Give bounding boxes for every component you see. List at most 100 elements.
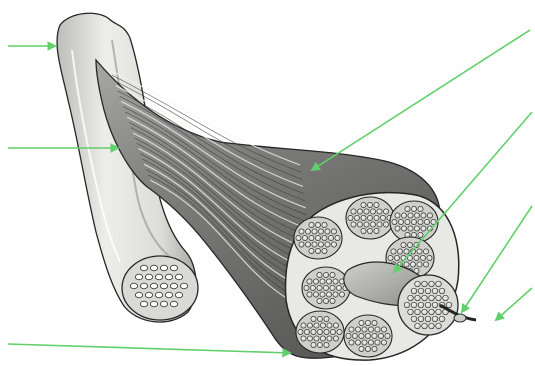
bone-pore bbox=[180, 283, 187, 289]
muscle-fiber-cell bbox=[326, 279, 331, 284]
muscle-fiber-cell bbox=[443, 295, 449, 301]
bone-pore bbox=[160, 301, 167, 307]
muscle-fiber-cell bbox=[418, 206, 423, 211]
muscle-fiber-cell bbox=[314, 336, 319, 341]
muscle-fiber-cell bbox=[317, 272, 322, 277]
muscle-fiber-cell bbox=[318, 242, 323, 247]
muscle-fiber-cell bbox=[423, 262, 428, 267]
muscle-fiber-cell bbox=[439, 316, 445, 322]
fascicle bbox=[390, 201, 438, 243]
bone-pore bbox=[170, 265, 177, 271]
muscle-fiber-cell bbox=[398, 219, 403, 224]
muscle-fiber-cell bbox=[367, 228, 372, 233]
muscle-fiber-cell bbox=[417, 249, 422, 254]
muscle-fiber-cell bbox=[446, 302, 452, 308]
bone-pore bbox=[150, 301, 157, 307]
muscle-fiber-cell bbox=[404, 302, 410, 308]
muscle-fiber-cell bbox=[411, 288, 417, 294]
muscle-fiber-cell bbox=[323, 285, 328, 290]
muscle-fiber-cell bbox=[346, 333, 351, 338]
muscle-fiber-cell bbox=[407, 242, 412, 247]
muscle-fiber-cell bbox=[425, 302, 431, 308]
muscle-fiber-cell bbox=[372, 320, 377, 325]
muscle-fiber-cell bbox=[411, 219, 416, 224]
muscle-fiber-cell bbox=[391, 249, 396, 254]
muscle-fiber-cell bbox=[436, 323, 442, 329]
muscle-fiber-cell bbox=[296, 235, 301, 240]
bone-pore bbox=[175, 292, 182, 298]
muscle-fiber-cell bbox=[429, 323, 435, 329]
muscle-fiber-cell bbox=[351, 209, 356, 214]
bone-pore bbox=[165, 292, 172, 298]
muscle-fiber-cell bbox=[313, 292, 318, 297]
fascicle bbox=[302, 267, 350, 309]
muscle-fiber-cell bbox=[364, 222, 369, 227]
muscle-fiber-cell bbox=[381, 340, 386, 345]
muscle-fiber-cell bbox=[372, 346, 377, 351]
muscle-fiber-cell bbox=[418, 288, 424, 294]
pointer-line-muscle bbox=[312, 30, 530, 170]
muscle-fiber-cell bbox=[404, 262, 409, 267]
fascicle bbox=[294, 217, 342, 259]
muscle-fiber-cell bbox=[330, 272, 335, 277]
muscle-fiber-cell bbox=[322, 248, 327, 253]
muscle-fiber-cell bbox=[312, 242, 317, 247]
muscle-fiber-cell bbox=[375, 327, 380, 332]
muscle-fiber-cell bbox=[320, 323, 325, 328]
muscle-fiber-cell bbox=[408, 309, 414, 315]
muscle-fiber-cell bbox=[301, 323, 306, 328]
muscle-fiber-cell bbox=[304, 329, 309, 334]
muscle-fiber-cell bbox=[314, 323, 319, 328]
muscle-fiber-cell bbox=[418, 219, 423, 224]
bone-pore bbox=[165, 274, 172, 280]
muscle-fiber-cell bbox=[439, 288, 445, 294]
bone-pore bbox=[145, 292, 152, 298]
muscle-fiber-cell bbox=[364, 209, 369, 214]
muscle-fiber-cell bbox=[327, 336, 332, 341]
fascicle bbox=[346, 197, 394, 239]
muscle-fiber-cell bbox=[324, 342, 329, 347]
muscle-fiber-cell bbox=[397, 249, 402, 254]
muscle-fiber-cell bbox=[418, 316, 424, 322]
muscle-fiber-cell bbox=[331, 242, 336, 247]
muscle-fiber-cell bbox=[401, 226, 406, 231]
muscle-fiber-cell bbox=[362, 327, 367, 332]
muscle-fiber-cell bbox=[420, 255, 425, 260]
bone-pore bbox=[140, 283, 147, 289]
muscle-fiber-cell bbox=[323, 298, 328, 303]
muscle-fiber-cell bbox=[429, 281, 435, 287]
muscle-fiber-cell bbox=[378, 333, 383, 338]
muscle-fiber-cell bbox=[429, 309, 435, 315]
muscle-fiber-cell bbox=[351, 222, 356, 227]
muscle-fiber-cell bbox=[370, 209, 375, 214]
muscle-fiber-cell bbox=[425, 288, 431, 294]
muscle-fiber-cell bbox=[415, 295, 421, 301]
muscle-fiber-cell bbox=[311, 316, 316, 321]
muscle-fiber-cell bbox=[320, 279, 325, 284]
muscle-fiber-cell bbox=[324, 316, 329, 321]
muscle-fiber-cell bbox=[305, 229, 310, 234]
muscle-fiber-cell bbox=[317, 329, 322, 334]
muscle-fiber-cell bbox=[305, 242, 310, 247]
pointer-line-muscle-fiber bbox=[496, 288, 532, 320]
muscle-fiber-cell bbox=[436, 295, 442, 301]
muscle-fiber-cell bbox=[421, 213, 426, 218]
muscle-fiber-cell bbox=[410, 262, 415, 267]
muscle-fiber-cell bbox=[432, 316, 438, 322]
muscle-fiber-cell bbox=[414, 226, 419, 231]
muscle-fiber-cell bbox=[422, 323, 428, 329]
muscle-fiber-cell bbox=[335, 235, 340, 240]
bone-pore bbox=[155, 274, 162, 280]
muscle-fiber-cell bbox=[357, 209, 362, 214]
muscle-fiber-cell bbox=[367, 202, 372, 207]
muscle-fiber-cell bbox=[354, 215, 359, 220]
muscle-fiber-cell bbox=[349, 327, 354, 332]
muscle-fiber-cell bbox=[411, 206, 416, 211]
muscle-fiber-cell bbox=[317, 316, 322, 321]
bone-pore bbox=[135, 292, 142, 298]
muscle-fiber-cell bbox=[377, 222, 382, 227]
muscle-fiber-cell bbox=[380, 215, 385, 220]
muscle-fiber-cell bbox=[392, 219, 397, 224]
muscle-fiber-cell bbox=[370, 222, 375, 227]
muscle-fiber-cell bbox=[422, 295, 428, 301]
